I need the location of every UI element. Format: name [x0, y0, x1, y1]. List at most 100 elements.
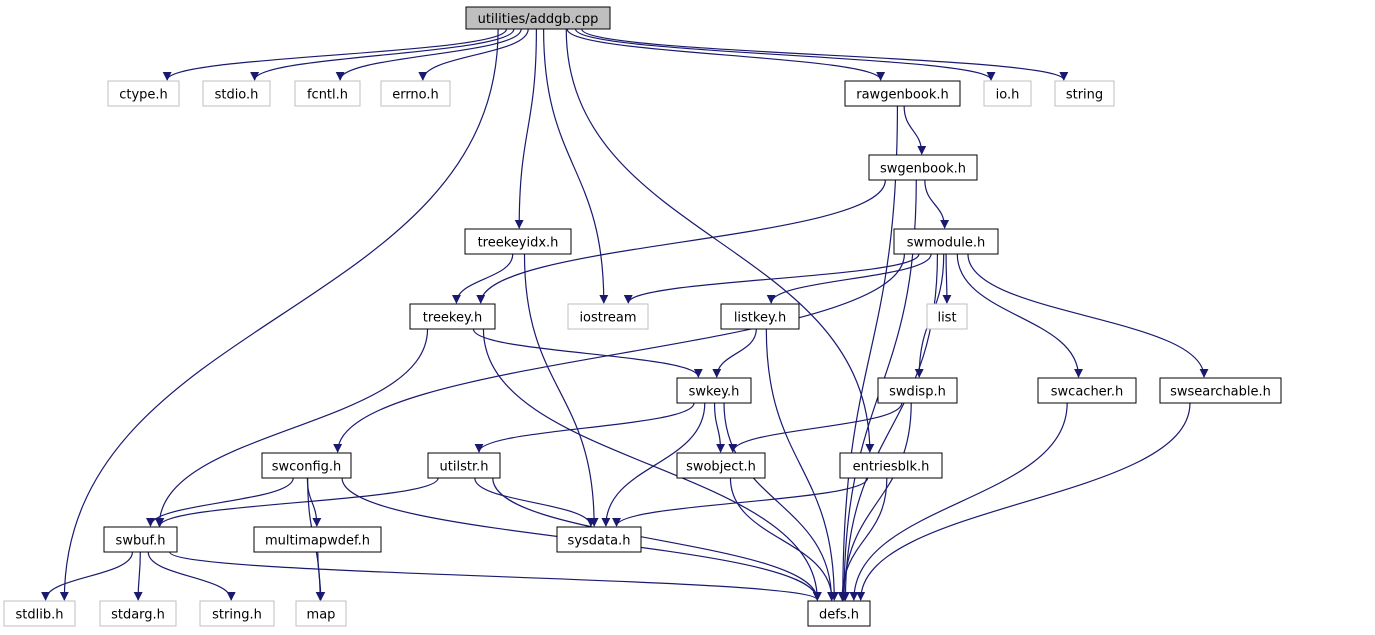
node-box-swconfig [261, 452, 352, 479]
node-box-errno [380, 80, 451, 107]
node-swmodule[interactable]: swmodule.h [893, 228, 999, 255]
edge-swmodule-to-swcacher [956, 253, 1084, 378]
edge-root-to-fcntl [335, 28, 522, 81]
node-stdarg: stdarg.h [99, 600, 177, 627]
edge-swmodule-to-listkey [766, 253, 932, 304]
edge-swmodule-to-defs [840, 253, 939, 601]
edge-swkey-to-sysdata [601, 402, 706, 527]
node-box-rawgenbook [844, 80, 961, 107]
edge-root-to-ctype [162, 28, 508, 81]
node-string: string [1054, 80, 1115, 107]
node-box-io [983, 80, 1032, 107]
node-label-root: utilities/addgb.cpp [478, 12, 599, 27]
node-swkey[interactable]: swkey.h [676, 377, 752, 404]
edge-swmodule-to-swsearchable [967, 253, 1209, 378]
node-label-ctype: ctype.h [119, 88, 168, 103]
edge-root-to-errno [418, 28, 529, 81]
node-label-swsearchable: swsearchable.h [1170, 385, 1271, 400]
edge-listkey-to-defs [765, 328, 839, 601]
node-box-stdarg [99, 600, 177, 627]
node-ctype: ctype.h [107, 80, 180, 107]
node-swbuf[interactable]: swbuf.h [103, 526, 178, 553]
node-box-treekey [409, 303, 496, 330]
node-label-rawgenbook: rawgenbook.h [856, 88, 949, 103]
node-treekeyidx[interactable]: treekeyidx.h [464, 228, 572, 255]
node-label-iostream: iostream [579, 311, 636, 326]
node-box-swkey [676, 377, 752, 404]
edge-swkey-to-defs [723, 402, 836, 601]
node-label-map: map [307, 608, 336, 623]
node-rawgenbook[interactable]: rawgenbook.h [844, 80, 961, 107]
node-swsearchable[interactable]: swsearchable.h [1159, 377, 1282, 404]
node-io: io.h [983, 80, 1032, 107]
edge-utilstr-to-sysdata [474, 477, 596, 527]
edge-root-to-stdio [250, 28, 515, 81]
node-box-swdisp [877, 377, 958, 404]
node-stdio: stdio.h [202, 80, 271, 107]
node-multimapwdef[interactable]: multimapwdef.h [253, 526, 382, 553]
node-entriesblk[interactable]: entriesblk.h [839, 452, 943, 479]
node-label-stdlib: stdlib.h [16, 608, 64, 623]
node-label-swobject: swobject.h [686, 460, 756, 475]
node-stdlib: stdlib.h [3, 600, 76, 627]
node-box-map [295, 600, 347, 627]
node-stringh: string.h [199, 600, 275, 627]
node-map: map [295, 600, 347, 627]
edge-swmodule-to-list [942, 253, 952, 304]
node-box-entriesblk [839, 452, 943, 479]
node-list: list [926, 303, 968, 330]
node-box-swsearchable [1159, 377, 1282, 404]
node-listkey[interactable]: listkey.h [720, 303, 800, 330]
node-swdisp[interactable]: swdisp.h [877, 377, 958, 404]
node-box-fcntl [294, 80, 361, 107]
node-fcntl: fcntl.h [294, 80, 361, 107]
node-sysdata[interactable]: sysdata.h [556, 526, 642, 553]
node-box-swbuf [103, 526, 178, 553]
edge-utilstr-to-defs [492, 477, 822, 601]
edge-utilstr-to-swbuf [155, 477, 439, 527]
edge-entriesblk-to-sysdata [612, 477, 869, 527]
node-label-swkey: swkey.h [689, 385, 740, 400]
node-errno: errno.h [380, 80, 451, 107]
node-box-swmodule [893, 228, 999, 255]
node-label-multimapwdef: multimapwdef.h [265, 534, 370, 549]
edge-layer [41, 28, 1209, 601]
node-label-swdisp: swdisp.h [889, 385, 946, 400]
node-box-ctype [107, 80, 180, 107]
node-label-defs: defs.h [819, 608, 859, 623]
edge-swkey-to-swobject [713, 402, 726, 453]
edge-rawgenbook-to-defs [838, 105, 899, 601]
node-box-stringh [199, 600, 275, 627]
node-label-list: list [937, 311, 956, 326]
node-box-swgenbook [868, 154, 978, 181]
node-defs[interactable]: defs.h [807, 600, 871, 627]
node-swconfig[interactable]: swconfig.h [261, 452, 352, 479]
edge-entriesblk-to-defs [837, 477, 888, 601]
node-label-swmodule: swmodule.h [907, 236, 986, 251]
node-label-io: io.h [996, 88, 1020, 103]
node-utilstr[interactable]: utilstr.h [427, 452, 501, 479]
edge-swmodule-to-iostream [623, 253, 920, 304]
edge-swdisp-to-defs [839, 402, 912, 601]
edge-swkey-to-utilstr [474, 402, 695, 453]
node-swobject[interactable]: swobject.h [676, 452, 766, 479]
node-label-swcacher: swcacher.h [1051, 385, 1123, 400]
edge-root-to-io [574, 28, 996, 81]
edge-treekey-to-swbuf [154, 328, 429, 527]
node-label-listkey: listkey.h [734, 311, 786, 326]
node-treekey[interactable]: treekey.h [409, 303, 496, 330]
node-swcacher[interactable]: swcacher.h [1037, 377, 1137, 404]
edge-swbuf-to-stringh [147, 551, 236, 601]
edge-swcacher-to-defs [849, 402, 1068, 601]
node-box-listkey [720, 303, 800, 330]
node-box-sysdata [556, 526, 642, 553]
node-box-swcacher [1037, 377, 1137, 404]
node-root[interactable]: utilities/addgb.cpp [465, 6, 611, 30]
node-swgenbook[interactable]: swgenbook.h [868, 154, 978, 181]
node-label-sysdata: sysdata.h [568, 534, 631, 549]
node-box-swobject [676, 452, 766, 479]
edge-treekeyidx-to-sysdata [523, 253, 599, 527]
edge-swbuf-to-defs [169, 551, 822, 601]
node-label-swgenbook: swgenbook.h [880, 162, 966, 177]
